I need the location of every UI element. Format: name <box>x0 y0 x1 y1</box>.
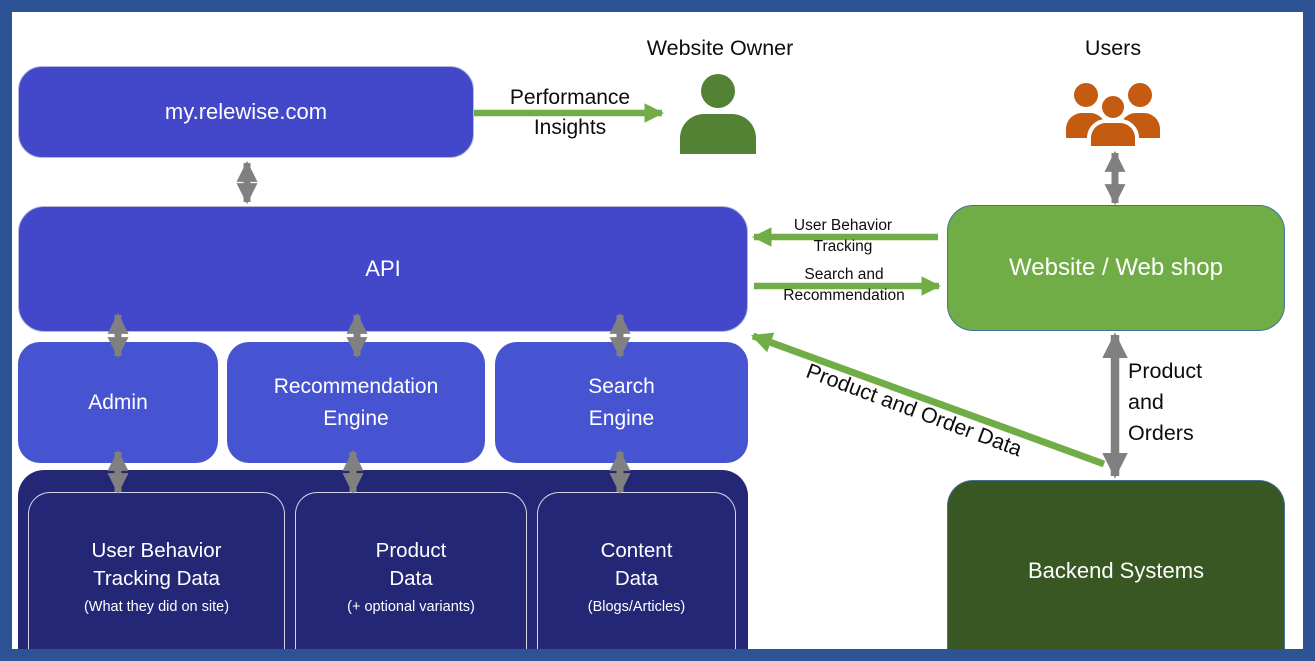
product-and-orders-line3: Orders <box>1128 421 1194 445</box>
node-api: API <box>18 206 748 332</box>
node-my-relewise: my.relewise.com <box>18 66 474 158</box>
store-title-line: User Behavior <box>91 539 222 562</box>
store-title-line: Tracking Data <box>93 567 220 590</box>
user-behavior-tracking-line2: Tracking <box>813 238 873 255</box>
product-and-orders-label: Product and Orders <box>1128 356 1248 449</box>
store-title-line: Content <box>600 539 673 562</box>
arrow-product-order-data <box>751 332 1106 468</box>
performance-insights-line2: Insights <box>533 116 607 139</box>
store-title-line: Data <box>389 567 433 590</box>
store-subtitle: (+ optional variants) <box>347 599 475 615</box>
search-and-recommendation-line1: Search and <box>804 266 884 283</box>
node-backend-systems: Backend Systems <box>947 480 1285 661</box>
node-my-relewise-label: my.relewise.com <box>164 99 328 124</box>
node-recommendation-engine-label-line1: Recommendation <box>273 374 439 398</box>
users-label: Users <box>1084 36 1142 60</box>
user-behavior-tracking-label: User Behavior Tracking <box>768 215 918 257</box>
node-backend-systems-label: Backend Systems <box>1027 558 1205 583</box>
store-subtitle: (What they did on site) <box>83 599 230 615</box>
node-recommendation-engine: Recommendation Engine <box>227 342 485 463</box>
node-recommendation-engine-label-line2: Engine <box>323 406 389 430</box>
node-website-webshop-label: Website / Web shop <box>1009 254 1223 281</box>
node-admin: Admin <box>18 342 218 463</box>
store-title-line: Product <box>375 539 447 562</box>
users-group-icon <box>1060 82 1166 150</box>
search-and-recommendation-label: Search and Recommendation <box>765 264 923 306</box>
node-search-engine-label-line2: Engine <box>588 406 655 430</box>
store-content-data: Content Data (Blogs/Articles) <box>537 492 736 661</box>
store-user-behavior-tracking-data: User Behavior Tracking Data (What they d… <box>28 492 285 661</box>
data-store-container <box>18 470 748 661</box>
product-and-orders-line2: and <box>1128 390 1164 414</box>
website-owner-label: Website Owner <box>646 36 794 60</box>
store-product-data: Product Data (+ optional variants) <box>295 492 527 661</box>
store-subtitle: (Blogs/Articles) <box>587 599 686 615</box>
performance-insights-label: Performance Insights <box>478 83 662 143</box>
node-api-label: API <box>365 256 401 281</box>
node-search-engine: Search Engine <box>495 342 748 463</box>
search-and-recommendation-line2: Recommendation <box>783 287 905 304</box>
node-search-engine-label-line1: Search <box>588 374 655 398</box>
store-title-line: Data <box>614 567 659 590</box>
performance-insights-line1: Performance <box>509 86 631 109</box>
product-and-orders-line1: Product <box>1128 359 1203 383</box>
node-admin-label: Admin <box>88 390 148 414</box>
person-icon <box>668 72 768 154</box>
node-website-webshop: Website / Web shop <box>947 205 1285 331</box>
user-behavior-tracking-line1: User Behavior <box>793 217 893 234</box>
